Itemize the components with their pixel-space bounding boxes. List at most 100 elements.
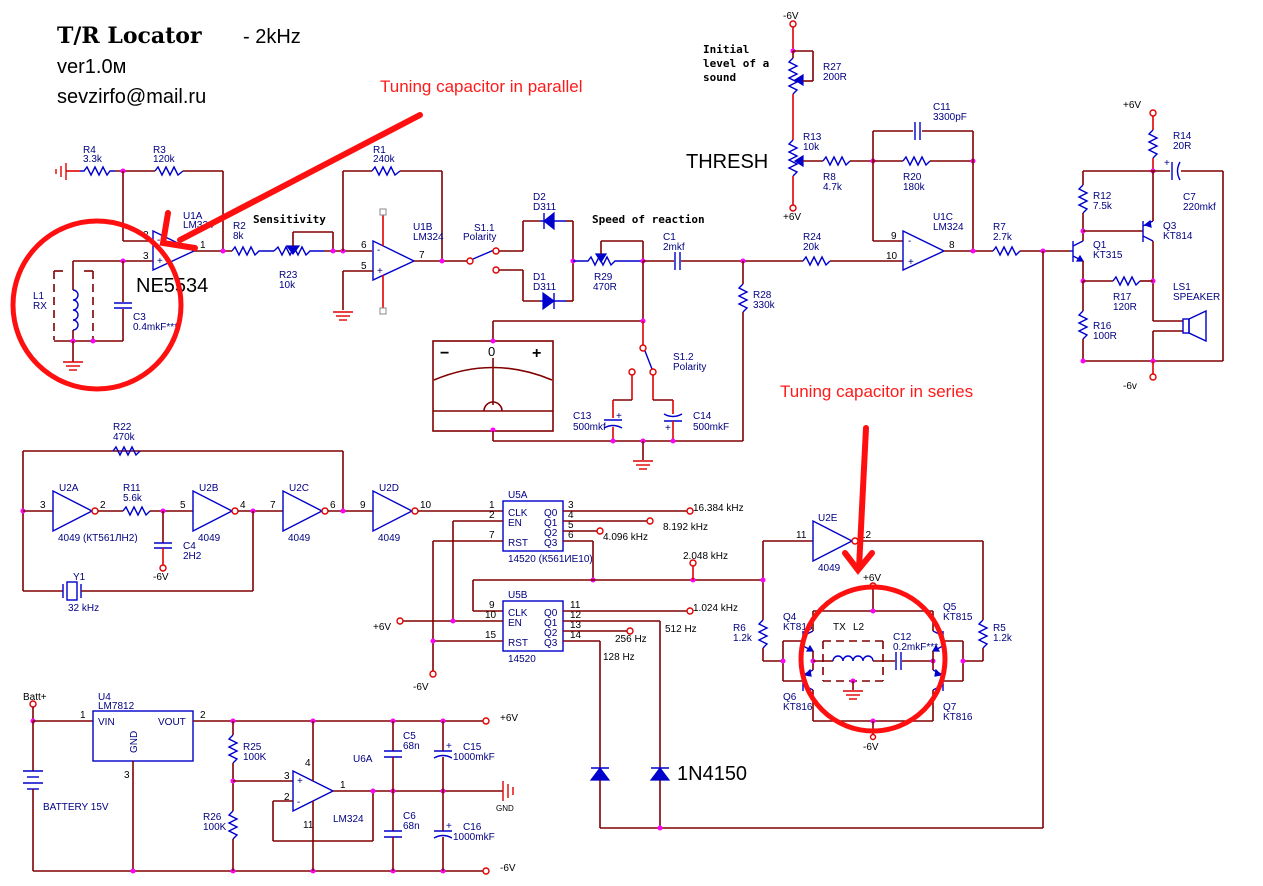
inverter-u2c: 7 6 [270, 489, 336, 533]
resistor-r25 [227, 734, 239, 764]
label: 6 [330, 500, 336, 511]
label: Q1 [544, 618, 558, 629]
c11-value: 3300pF [933, 112, 967, 123]
label: + [297, 776, 303, 787]
node [970, 248, 976, 254]
r2-value: 8k [233, 231, 245, 242]
u2e-value: 4049 [818, 563, 841, 574]
component-body [92, 710, 194, 762]
d1-ref: D1 [533, 272, 546, 283]
component-symbol [52, 489, 94, 533]
input-stage: R4 3.3k R3 120k - + 2 3 1 U1A LM324 NE55… [33, 145, 232, 371]
q5-ref: Q5 [943, 602, 957, 613]
c16-ref: C16 [463, 822, 482, 833]
r14-value: 20R [1173, 141, 1191, 152]
potentiometer-r29[interactable] [573, 240, 644, 267]
node [90, 338, 96, 344]
node [628, 368, 636, 376]
label: 9 [891, 231, 897, 242]
initial-label-2: level of a [703, 57, 769, 70]
s1-1-ref: S1.1 [474, 223, 495, 234]
rectifier-stage: S1.1 Polarity D2 D311 D1 D311 Speed of r… [463, 192, 903, 441]
component-symbol [543, 211, 555, 231]
label: Q3 [544, 538, 558, 549]
resistor-r5 [977, 619, 989, 649]
q6-ref: Q6 [783, 692, 797, 703]
label: RST [508, 638, 528, 649]
diode-d2 [540, 211, 566, 231]
label: 4 [568, 510, 574, 521]
r25-ref: R25 [243, 742, 262, 753]
r22-value: 470k [113, 432, 136, 443]
q4-value: KT815 [783, 622, 813, 633]
diode-2 [649, 767, 671, 781]
label: + [377, 266, 383, 277]
node [649, 368, 657, 376]
node [492, 266, 500, 274]
d2-value: D311 [533, 202, 557, 213]
header: T/R Locator - 2kHz ver1.0м sevzirfo@mail… [57, 23, 301, 108]
transistor-q1 [1070, 240, 1085, 262]
label: 4 [240, 500, 246, 511]
r4-value: 3.3k [83, 154, 103, 165]
potentiometer-r27[interactable] [787, 57, 813, 95]
capacitor-c6 [384, 830, 402, 838]
q4-ref: Q4 [783, 612, 797, 623]
threshold-stage: -6V R27 200R Initial level of a sound R1… [686, 11, 1070, 828]
r16-value: 100R [1093, 331, 1117, 342]
label: - [908, 236, 911, 247]
potentiometer-r13[interactable] [787, 139, 804, 177]
switch-s1-2[interactable] [628, 321, 657, 376]
potentiometer-r23[interactable] [273, 231, 334, 257]
l2-value: TX [833, 622, 846, 633]
node [411, 507, 419, 515]
component-symbol [793, 73, 804, 87]
u5a-value: 14520 (К561ИЕ10) [508, 554, 593, 565]
component-curve [603, 424, 623, 429]
u1a-ref: U1A [183, 211, 203, 222]
rail-pos-out: +6V [1123, 100, 1141, 111]
r22-ref: R22 [113, 422, 132, 433]
label: - [157, 235, 160, 246]
batt-plus-label: Batt+ [23, 692, 47, 703]
node [370, 788, 376, 794]
u4-value: LM7812 [98, 701, 135, 712]
resistor-r7 [992, 245, 1021, 257]
divider: CLK EN RST Q0 Q1 Q2 Q3 1 2 7 3 4 5 6 U5A… [373, 490, 763, 828]
label: 12 [570, 610, 582, 621]
u1c-ref: U1C [933, 212, 953, 223]
component-body [379, 208, 387, 216]
label: Q3 [544, 638, 558, 649]
speed-label: Speed of reaction [592, 213, 705, 226]
label: + [446, 741, 452, 752]
annotation-parallel: Tuning capacitor in parallel [380, 77, 583, 96]
u2a-value: 4049 (КТ561ЛН2) [58, 533, 138, 544]
r13-value: 10k [803, 142, 820, 153]
c16-value: 1000mkF [453, 832, 495, 843]
switch-s1-1[interactable] [466, 247, 500, 274]
r24-value: 20k [803, 242, 820, 253]
c4-ref: C4 [183, 541, 196, 552]
meter-section: − 0 + S1.2 Polarity + C13 500mkf [432, 261, 743, 470]
r17-value: 120R [1113, 302, 1137, 313]
node [1149, 373, 1157, 381]
rail-neg-counter: -6V [413, 682, 429, 693]
wire-segment [787, 57, 799, 95]
diode-gate: 1N4150 [589, 763, 1043, 831]
resistor-r12 [1077, 184, 1089, 214]
node [490, 338, 496, 344]
r12-value: 7.5k [1093, 201, 1113, 212]
c13-value: 500mkf [573, 422, 606, 433]
c6-value: 68n [403, 821, 420, 832]
label: 6 [361, 240, 367, 251]
battery-icon [23, 721, 43, 871]
diode-d1 [540, 291, 566, 311]
label: 1 [489, 500, 495, 511]
r23-ref: R23 [279, 270, 298, 281]
l2-ref: L2 [853, 622, 865, 633]
label: 7 [270, 500, 276, 511]
s1-1-value: Polarity [463, 232, 496, 243]
u1b-value: LM324 [413, 232, 444, 243]
freq-8192: 8.192 kHz [663, 522, 708, 533]
